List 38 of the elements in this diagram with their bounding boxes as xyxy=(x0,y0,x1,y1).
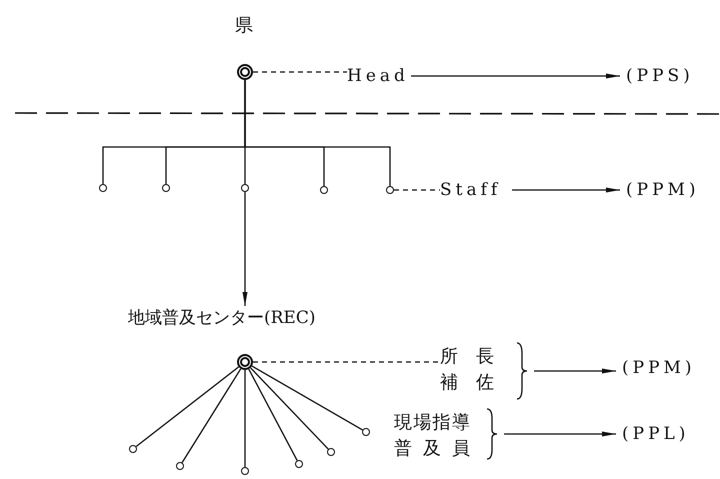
arrow xyxy=(512,188,620,192)
arrow xyxy=(504,432,616,436)
small-circle xyxy=(162,184,170,192)
connector-line xyxy=(182,368,242,463)
arrow xyxy=(411,74,620,78)
role-label: 所長補佐 xyxy=(440,345,506,395)
dashed-line xyxy=(253,71,347,73)
text-label: (PPM) xyxy=(626,180,716,200)
role-label: 現場指導普及員 xyxy=(394,411,470,461)
arrow xyxy=(534,368,616,374)
dashed-line xyxy=(253,361,440,363)
node-label: 県 xyxy=(235,16,253,36)
double-circle xyxy=(237,354,253,370)
text-label: Staff xyxy=(440,180,506,200)
text-label: (PPS) xyxy=(626,66,716,86)
text-label: (PPM) xyxy=(622,357,712,379)
connector-line xyxy=(248,368,298,461)
connector-line xyxy=(244,80,391,186)
node-label: 地域普及センター(REC) xyxy=(128,306,428,330)
connector-line xyxy=(252,365,363,431)
small-circle xyxy=(320,186,328,194)
text-label: Head xyxy=(347,66,405,86)
small-circle xyxy=(129,445,137,453)
small-circle xyxy=(176,462,184,470)
double-circle xyxy=(237,64,253,80)
text-label: (PPL) xyxy=(622,423,712,445)
small-circle xyxy=(362,428,370,436)
dashed-line xyxy=(394,189,440,191)
connector-line xyxy=(136,366,240,448)
small-circle xyxy=(241,467,249,475)
connector-line xyxy=(244,370,246,467)
connector-line xyxy=(250,367,329,450)
arrow xyxy=(242,192,248,306)
small-circle xyxy=(327,448,335,456)
small-circle xyxy=(99,184,107,192)
small-circle xyxy=(295,460,303,468)
small-circle xyxy=(386,186,394,194)
small-circle xyxy=(241,184,249,192)
